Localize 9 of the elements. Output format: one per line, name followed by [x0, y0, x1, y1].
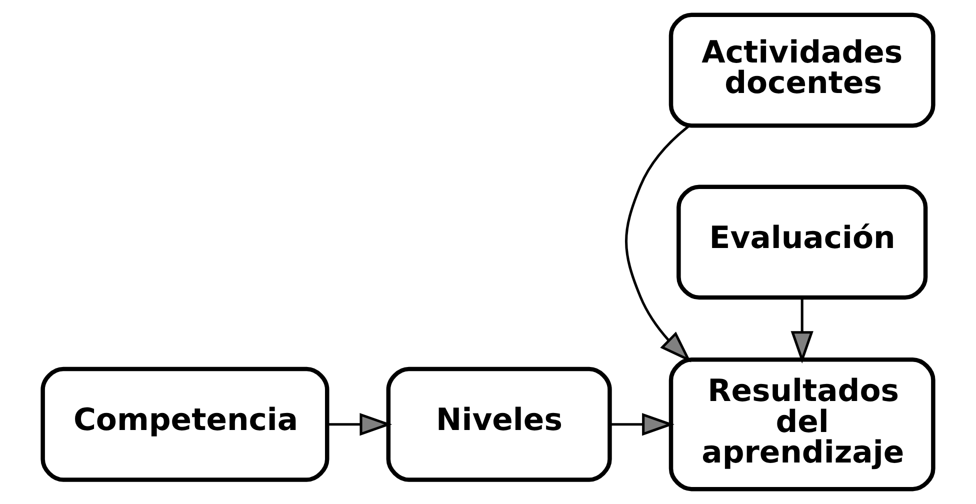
node-box: Resultados del aprendizaje — [668, 358, 936, 492]
node-box: Competencia — [40, 366, 330, 482]
arrow — [327, 413, 392, 436]
arrow — [625, 125, 692, 362]
arrow — [790, 298, 814, 364]
node-box: Niveles — [386, 366, 612, 482]
node-box: Actividades docentes — [668, 12, 936, 128]
arrow — [610, 413, 674, 436]
node-box: Evaluación — [676, 184, 928, 300]
